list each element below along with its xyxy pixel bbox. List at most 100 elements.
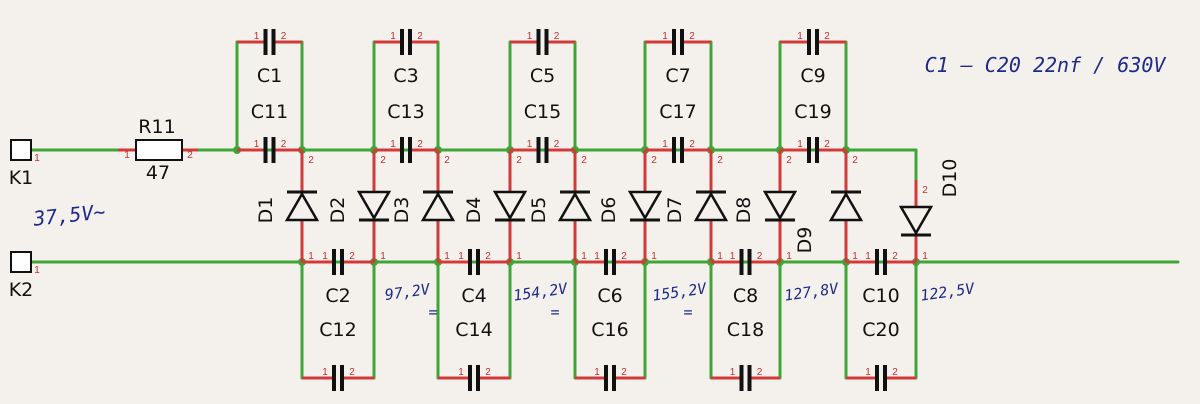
cap-c11-plate-1 bbox=[263, 137, 268, 163]
cap-c12-pin-1: 1 bbox=[322, 367, 328, 378]
note-dc-mark-2: = bbox=[683, 303, 692, 321]
terminal-box-k2 bbox=[10, 251, 32, 273]
cap-c14-label: C14 bbox=[455, 319, 492, 341]
cap-c1-label: C1 bbox=[257, 65, 282, 87]
cap-c19-label: C19 bbox=[794, 101, 831, 123]
terminal-pin-k2: 1 bbox=[34, 265, 40, 276]
cap-c12-plate-2 bbox=[340, 365, 344, 391]
cap-c10-pin-1: 1 bbox=[865, 251, 871, 262]
cap-c16-label: C16 bbox=[591, 319, 628, 341]
cap-c4-pin-2: 2 bbox=[485, 251, 491, 262]
cap-c14-plate-1 bbox=[468, 365, 472, 391]
resistor-name: R11 bbox=[138, 116, 175, 138]
labels: K1K2R1147C1C11C3C13C5C15C7C17C9C19C2C12C… bbox=[9, 65, 961, 341]
note-voltage-0: 97,2V bbox=[384, 280, 432, 304]
diode-d5-pin-1: 1 bbox=[581, 251, 587, 262]
diode-d4-pin-1: 1 bbox=[516, 251, 522, 262]
note-dc-mark-1: = bbox=[550, 303, 559, 321]
cap-c8-plate-1 bbox=[739, 249, 744, 275]
cap-c20-pin-1: 1 bbox=[865, 367, 871, 378]
resistor-value: 47 bbox=[146, 162, 170, 184]
cap-c18-label: C18 bbox=[727, 319, 764, 341]
cap-c7-plate-1 bbox=[672, 29, 676, 55]
cap-c15-plate-2 bbox=[544, 137, 549, 163]
cap-c11-plate-2 bbox=[271, 137, 276, 163]
cap-c9-plate-1 bbox=[807, 29, 811, 55]
diode-d6-label: D6 bbox=[598, 197, 620, 224]
cap-c18-plate-1 bbox=[739, 365, 744, 391]
cap-c4-plate-2 bbox=[476, 249, 480, 275]
cap-c15-plate-1 bbox=[536, 137, 541, 163]
cap-c3-plate-2 bbox=[408, 29, 412, 55]
cap-c5-pin-2: 2 bbox=[554, 31, 560, 42]
cap-c7-pin-2: 2 bbox=[689, 31, 695, 42]
cap-c8-pin-1: 1 bbox=[730, 251, 736, 262]
note-voltage-4: 122,5V bbox=[919, 279, 976, 305]
cap-c3-label: C3 bbox=[393, 65, 418, 87]
cap-c16-plate-1 bbox=[604, 365, 608, 391]
cap-c4-plate-1 bbox=[468, 249, 472, 275]
cap-c14-pin-2: 2 bbox=[485, 367, 491, 378]
diode-d3-body bbox=[420, 191, 456, 222]
cap-c16-pin-2: 2 bbox=[621, 367, 627, 378]
cap-c3-pin-2: 2 bbox=[417, 31, 423, 42]
cap-c11-pin-1: 1 bbox=[254, 139, 260, 150]
diode-d8-pin-1: 1 bbox=[786, 251, 792, 262]
cap-c19-pin-2: 2 bbox=[824, 139, 830, 150]
cap-c12-label: C12 bbox=[319, 319, 356, 341]
note-capacitor-spec: C1 – C20 22nf / 630V bbox=[925, 53, 1167, 77]
cap-c1-pin-1: 1 bbox=[254, 31, 260, 42]
diode-d2-label: D2 bbox=[327, 197, 349, 224]
cap-c2-pin-2: 2 bbox=[349, 251, 355, 262]
terminal-label-k2: K2 bbox=[9, 279, 34, 301]
diode-d7-label: D7 bbox=[664, 197, 686, 224]
cap-c3-plate-1 bbox=[400, 29, 404, 55]
cap-c2-pin-1: 1 bbox=[322, 251, 328, 262]
cap-c13-plate-2 bbox=[408, 137, 412, 163]
diode-d2-pin-2: 2 bbox=[380, 155, 386, 166]
cap-c4-label: C4 bbox=[461, 285, 486, 307]
diode-d7: 21 bbox=[693, 150, 729, 262]
diode-d4-body bbox=[492, 190, 528, 221]
wires bbox=[28, 40, 1180, 380]
terminal-k1: 1 bbox=[10, 139, 40, 164]
resistor-pin-2: 2 bbox=[187, 150, 193, 161]
diode-d3-label: D3 bbox=[391, 197, 413, 224]
diode-d10-body bbox=[898, 205, 934, 236]
cap-c17-plate-1 bbox=[672, 137, 676, 163]
cap-c9-pin-2: 2 bbox=[824, 31, 830, 42]
cap-c5-pin-1: 1 bbox=[527, 31, 533, 42]
diode-d9-body bbox=[828, 191, 864, 222]
cap-c6-pin-1: 1 bbox=[594, 251, 600, 262]
cap-c3-pin-1: 1 bbox=[390, 31, 396, 42]
diode-d6-pin-2: 2 bbox=[651, 155, 657, 166]
cap-c9-label: C9 bbox=[800, 65, 825, 87]
terminal-box-k1 bbox=[10, 139, 32, 161]
cap-c20-plate-1 bbox=[875, 365, 879, 391]
cap-c10-plate-2 bbox=[883, 249, 887, 275]
diode-d1-label: D1 bbox=[255, 197, 277, 224]
terminal-k2: 1 bbox=[10, 251, 40, 276]
cap-c10-label: C10 bbox=[862, 285, 899, 307]
cap-c2-plate-2 bbox=[340, 249, 344, 275]
cap-c20-pin-2: 2 bbox=[892, 367, 898, 378]
diode-d9: 21 bbox=[828, 150, 864, 262]
cap-c9-pin-1: 1 bbox=[797, 31, 803, 42]
diode-d9-label: D9 bbox=[794, 227, 816, 254]
diode-d5-body bbox=[557, 191, 593, 222]
diode-d7-body bbox=[693, 191, 729, 222]
cap-c8-label: C8 bbox=[733, 285, 758, 307]
cap-c10-pin-2: 2 bbox=[892, 251, 898, 262]
cap-c20-plate-2 bbox=[883, 365, 887, 391]
cap-c7-pin-1: 1 bbox=[662, 31, 668, 42]
cap-c17-pin-1: 1 bbox=[662, 139, 668, 150]
